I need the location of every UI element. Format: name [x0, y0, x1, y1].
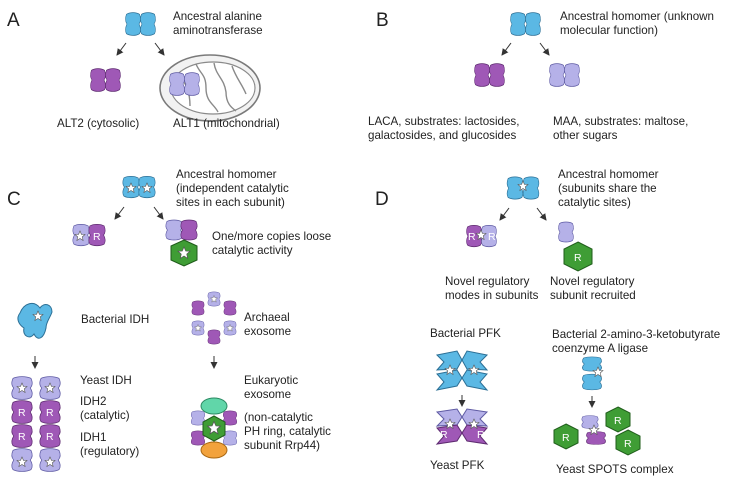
alt1-label: ALT1 (mitochondrial): [173, 117, 280, 130]
mitochondrion-icon: [159, 54, 261, 122]
alt2-dimer: [90, 68, 121, 92]
panel-a: A Ancestral alanine aminotransferase ALT…: [7, 10, 280, 130]
archaeal-exosome: [191, 291, 237, 345]
panel-d: D Ancestral homomer (subunits share the …: [375, 168, 720, 476]
panel-a-letter: A: [7, 10, 20, 31]
panel-a-ancestor-line2: aminotransferase: [173, 24, 263, 37]
idh2-line2: (catalytic): [80, 409, 130, 422]
arrow: [154, 42, 165, 56]
exosome-note-line1: (non-catalytic: [244, 411, 313, 424]
idh1-line1: IDH1: [80, 431, 106, 444]
novel-subunit-complex: R: [558, 221, 593, 272]
arrow: [153, 206, 164, 220]
r-label: R: [624, 438, 632, 450]
novel-modes-line2: modes in subunits: [445, 289, 539, 302]
yeast-idh: R R R R: [11, 376, 61, 472]
archaeal-line2: exosome: [244, 325, 291, 338]
bacterial-pfk-label: Bacterial PFK: [430, 327, 501, 340]
r-label: R: [93, 231, 101, 243]
panel-c-ancestor-line3: sites in each subunit): [176, 196, 285, 209]
ancestral-dimer-c: [122, 175, 156, 199]
ancestral-dimer-d: [506, 176, 540, 200]
laca-label-line1: LACA, substrates: lactosides,: [368, 115, 519, 128]
laca-dimer: [474, 63, 505, 87]
panel-c-letter: C: [7, 189, 21, 210]
exosome-note-line2: PH ring, catalytic: [244, 425, 331, 438]
eukaryotic-exosome: [190, 397, 238, 459]
eukaryotic-line2: exosome: [244, 388, 291, 401]
yeast-spots-label: Yeast SPOTS complex: [556, 463, 674, 476]
novel-modes-dimer: R R: [466, 224, 497, 248]
panel-c-ancestor-line2: (independent catalytic: [176, 182, 289, 195]
r-label: R: [468, 231, 476, 243]
r-label: R: [574, 252, 582, 264]
r-label: R: [46, 407, 54, 419]
arrow: [499, 207, 510, 221]
bacterial-idh-label: Bacterial IDH: [81, 313, 149, 326]
ancestral-dimer-a: [125, 12, 156, 36]
loss-line2: catalytic activity: [212, 244, 293, 257]
panel-a-ancestor-line1: Ancestral alanine: [173, 10, 262, 23]
laca-label-line2: galactosides, and glucosides: [368, 129, 516, 142]
ligase-line1: Bacterial 2-amino-3-ketobutyrate: [552, 328, 720, 341]
panel-c-ancestor-line1: Ancestral homomer: [176, 168, 277, 181]
panel-b: B Ancestral homomer (unknown molecular f…: [368, 10, 714, 142]
yeast-spots: R R R: [553, 406, 641, 456]
panel-d-ancestor-line1: Ancestral homomer: [558, 168, 659, 181]
yeast-pfk-label: Yeast PFK: [430, 459, 485, 472]
idh2-line1: IDH2: [80, 395, 106, 408]
idh1-line2: (regulatory): [80, 445, 139, 458]
panel-b-ancestor-line1: Ancestral homomer (unknown: [560, 10, 714, 23]
r-label: R: [477, 429, 485, 441]
arrow: [539, 42, 550, 56]
arrow: [114, 206, 125, 220]
ancestral-dimer-b: [510, 12, 541, 36]
maa-dimer: [549, 63, 580, 87]
alt2-label: ALT2 (cytosolic): [57, 117, 139, 130]
r-label: R: [46, 431, 54, 443]
loss-complex-c: [165, 219, 198, 267]
arrow: [116, 42, 127, 56]
r-label: R: [18, 431, 26, 443]
bacterial-ligase: [582, 356, 604, 391]
r-label: R: [18, 407, 26, 419]
ligase-line2: coenzyme A ligase: [552, 342, 648, 355]
arrow: [536, 207, 547, 221]
regulatory-dimer-c: R: [72, 223, 106, 247]
panel-b-ancestor-line2: molecular function): [560, 24, 658, 37]
panel-d-letter: D: [375, 189, 389, 210]
r-label: R: [488, 231, 496, 243]
bacterial-pfk: [435, 350, 489, 391]
panel-d-ancestor-line3: catalytic sites): [558, 196, 631, 209]
novel-subunit-line2: subunit recruited: [550, 289, 636, 302]
bacterial-idh: [17, 302, 53, 339]
r-label: R: [614, 415, 622, 427]
archaeal-line1: Archaeal: [244, 311, 290, 324]
loss-line1: One/more copies loose: [212, 230, 331, 243]
r-label: R: [562, 432, 570, 444]
yeast-idh-label: Yeast IDH: [80, 374, 132, 387]
r-label: R: [440, 429, 448, 441]
exosome-note-line3: subunit Rrp44): [244, 439, 320, 452]
maa-label-line1: MAA, substrates: maltose,: [553, 115, 688, 128]
novel-subunit-line1: Novel regulatory: [550, 275, 635, 288]
novel-modes-line1: Novel regulatory: [445, 275, 530, 288]
maa-label-line2: other sugars: [553, 129, 618, 142]
arrow: [501, 42, 512, 56]
eukaryotic-line1: Eukaryotic: [244, 374, 298, 387]
panel-c: C Ancestral homomer (independent catalyt…: [7, 168, 331, 472]
panel-d-ancestor-line2: (subunits share the: [558, 182, 657, 195]
yeast-pfk: R R: [435, 408, 489, 445]
panel-b-letter: B: [376, 10, 389, 31]
